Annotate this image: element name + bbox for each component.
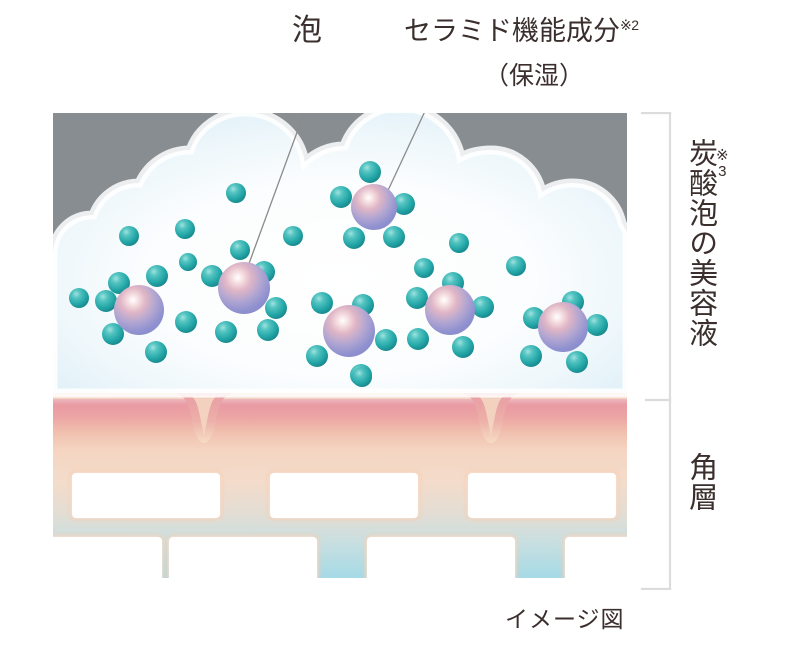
label-region-horny-layer: 角層 [684, 452, 717, 512]
label-ceramide: セラミド機能成分※2 [404, 16, 639, 47]
co2-bubbles [69, 183, 526, 312]
co2-bubbles-low [352, 367, 372, 387]
region-bracket [640, 112, 672, 590]
label-region-serum-text: 炭酸泡の美容液 [684, 138, 717, 348]
pore-dips [165, 392, 530, 443]
label-region-serum: 炭酸泡の美容液 [684, 138, 717, 348]
leader-lines [242, 113, 425, 281]
serum-note-num: 3 [718, 162, 727, 180]
label-ceramide-sub: （保湿） [483, 62, 584, 90]
ceramide-complex-6 [520, 291, 608, 373]
ceramide-complex-3 [330, 161, 415, 249]
serum-note-mark: ※ [716, 147, 729, 164]
label-ceramide-note: ※2 [620, 17, 639, 33]
ceramide-complex-2 [201, 261, 287, 343]
label-ceramide-text: セラミド機能成分 [404, 16, 620, 46]
diagram-caption: イメージ図 [505, 606, 625, 632]
label-region-horny-layer-text: 角層 [684, 452, 717, 512]
leader-line-ceramide [383, 113, 425, 200]
leader-line-foam [242, 113, 305, 281]
label-foam: 泡 [292, 14, 323, 47]
ceramide-complex-1 [102, 265, 197, 363]
corneocyte-row-1 [70, 471, 618, 520]
corneocyte-row-2 [53, 535, 627, 578]
label-region-serum-note: ※ 3 [716, 148, 729, 180]
ceramide-complex-5 [406, 272, 494, 358]
